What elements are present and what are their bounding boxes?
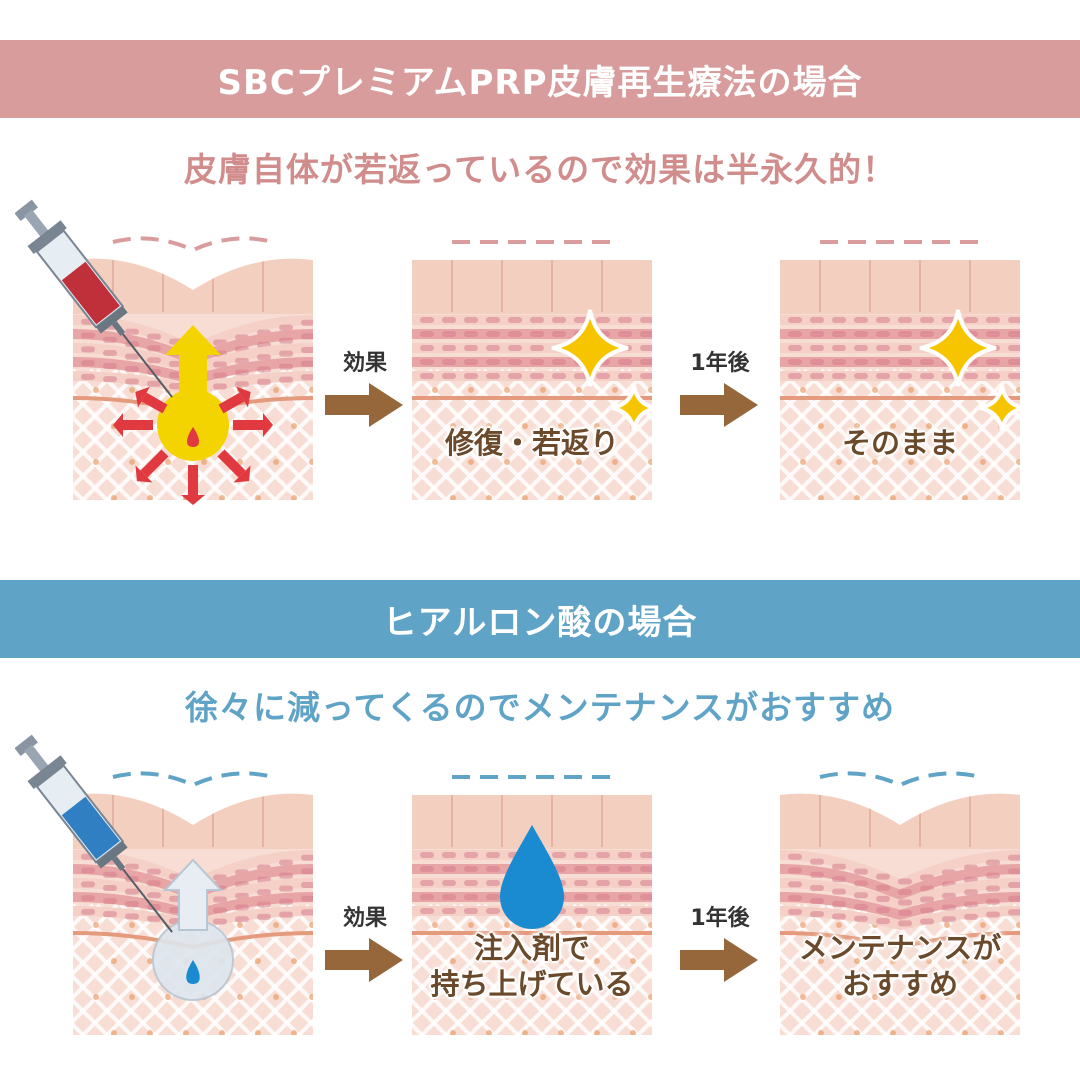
regeneration-burst-icon [113,325,273,505]
sparkle-icon [919,309,997,387]
skin-cross-section [412,240,652,500]
sparkle-icon [979,385,1020,431]
skin-panel-prp-one-year: そのまま [780,220,1020,520]
arrow-effect-prp: 効果 [320,345,410,445]
sparkle-icon [551,309,629,387]
right-arrow-icon [680,383,758,427]
panel-caption: メンテナンスが おすすめ [798,931,1002,1002]
skin-panel-ha-one-year: メンテナンスが おすすめ [780,755,1020,1055]
right-arrow-icon [325,938,403,982]
banner-title-ha: ヒアルロン酸の場合 [382,602,698,643]
section-subtitle-ha: 徐々に減ってくるのでメンテナンスがおすすめ [184,688,896,727]
panel-caption: 注入剤で 持ち上げている [430,931,634,1002]
arrow-one-year-prp: 1年後 [675,345,765,445]
syringe-fluid [61,261,120,325]
arrow-one-year-ha: 1年後 [675,900,765,1000]
arrow-label: 1年後 [690,351,750,376]
right-arrow-icon [325,383,403,427]
panel-caption: そのまま [841,426,958,460]
arrow-label: 効果 [342,351,387,376]
banner-title-prp: SBCプレミアムPRP皮膚再生療法の場合 [217,62,863,103]
skin-panel-prp-after: 修復・若返り [412,220,652,520]
syringe-icon-prp [15,199,173,398]
arrow-effect-ha: 効果 [320,900,410,1000]
skin-cross-section [412,775,652,1035]
section-banner-prp: SBCプレミアムPRP皮膚再生療法の場合 [0,40,1080,118]
skin-cross-section [780,240,1020,500]
sparkle-icon [611,385,652,431]
filler-bubble-icon [152,858,234,1001]
arrow-label: 効果 [342,906,387,931]
syringe-fluid [61,796,120,860]
skin-panel-prp-before [73,220,313,520]
skin-cross-section [73,236,313,505]
panel-caption: 修復・若返り [444,426,619,460]
section-subtitle-prp: 皮膚自体が若返っているので効果は半永久的！ [183,150,897,189]
section-banner-ha: ヒアルロン酸の場合 [0,580,1080,658]
surface-level-line [819,771,981,788]
skin-cross-section [780,771,1020,1035]
skin-panel-ha-after: 注入剤で 持ち上げている [412,755,652,1055]
droplet-icon [500,825,564,929]
syringe-icon-ha [15,734,173,933]
arrow-label: 1年後 [690,906,750,931]
right-arrow-icon [680,938,758,982]
